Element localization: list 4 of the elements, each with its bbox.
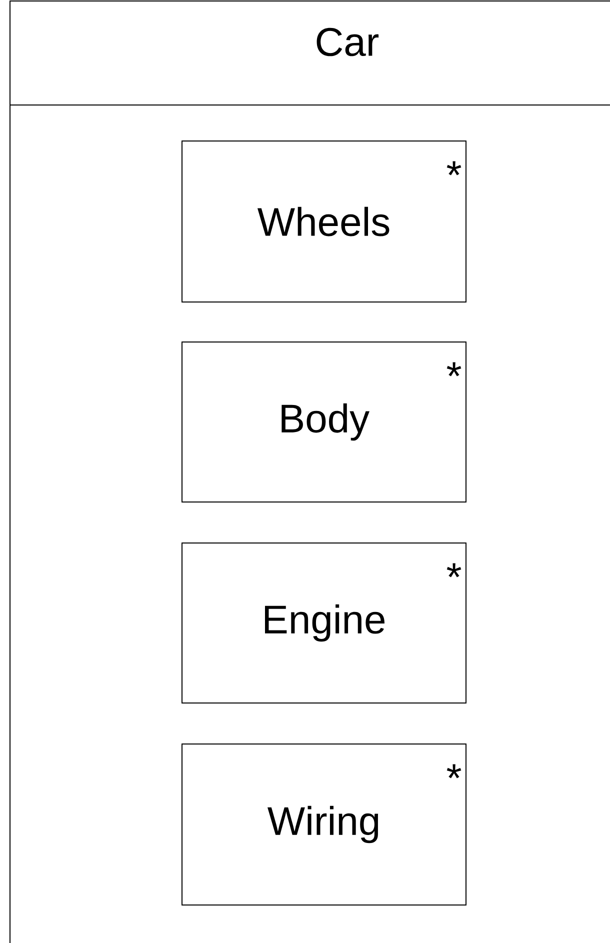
multiplicity-mark: *: [446, 764, 462, 778]
multiplicity-mark: *: [446, 362, 462, 376]
multiplicity-mark: *: [446, 563, 462, 578]
multiplicity-mark: *: [446, 161, 462, 176]
